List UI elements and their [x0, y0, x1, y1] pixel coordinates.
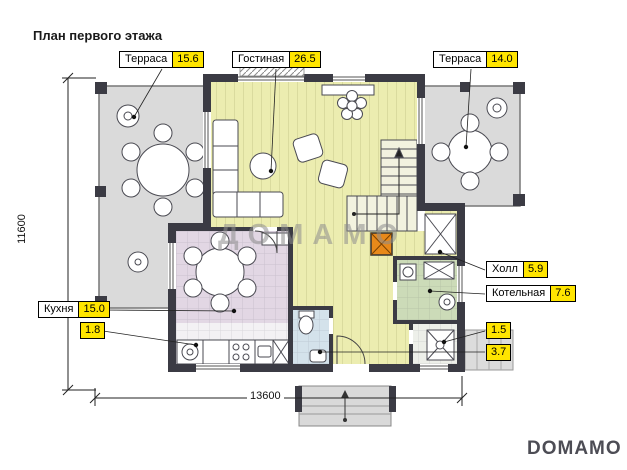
door-opening: [409, 330, 413, 344]
room-area: 26.5: [289, 51, 321, 68]
room-area: 15.6: [172, 51, 204, 68]
room-name: Терраса: [433, 51, 488, 68]
terrace-post: [95, 186, 106, 197]
terrace-post: [513, 194, 525, 206]
sofa: [212, 191, 284, 218]
plant-icon: [337, 90, 367, 120]
room-area: 3.7: [486, 344, 512, 361]
window: [238, 74, 304, 82]
door-opening: [253, 227, 277, 231]
hall-fixtures: [370, 213, 457, 361]
watermark: ДОМАМО: [218, 219, 408, 251]
label-pantry: 1.8: [80, 322, 106, 339]
sink: [309, 349, 327, 363]
terrace-post: [460, 82, 470, 92]
room-name: Котельная: [486, 285, 552, 302]
porch-arrow: [341, 390, 349, 398]
door-opening: [393, 282, 397, 300]
terrace-right: [425, 82, 525, 207]
terrace-table: [447, 129, 493, 175]
terrace-door: [417, 98, 425, 144]
armchair: [317, 159, 349, 189]
brand-logo: DOMAMO: [527, 438, 622, 459]
entrance-door: [333, 364, 369, 372]
window: [457, 266, 465, 302]
dining-table: [195, 247, 245, 297]
stairs-arrow: [394, 146, 404, 158]
terrace-post: [513, 82, 525, 94]
room-name: Кухня: [38, 301, 80, 318]
dimension-width: 13600: [247, 390, 284, 402]
label-hall: Холл 5.9: [486, 261, 549, 278]
terrace-chairs: [431, 113, 509, 191]
kitchen-sink: [257, 345, 272, 358]
page-title: План первого этажа: [33, 28, 163, 43]
label-terrace-right: Терраса 14.0: [433, 51, 518, 68]
bathroom-fixtures: [298, 310, 327, 363]
label-wc: 1.5: [486, 322, 512, 339]
armchair: [292, 133, 324, 163]
coffee-table: [249, 152, 277, 180]
room-name: Терраса: [119, 51, 174, 68]
dining-chairs: [183, 231, 257, 313]
label-living-room: Гостиная 26.5: [232, 51, 321, 68]
terrace-door: [203, 112, 211, 168]
stove: [232, 343, 250, 361]
stairs: [346, 139, 418, 232]
terrace-post: [95, 82, 107, 94]
room-area: 14.0: [486, 51, 518, 68]
door-swing: [336, 335, 366, 365]
front-porch: [295, 385, 396, 427]
room-name: Холл: [486, 261, 524, 278]
room-area: 15.0: [78, 301, 110, 318]
plant-icon: [486, 97, 508, 119]
room-area: 5.9: [522, 261, 549, 278]
window: [420, 364, 448, 372]
terrace-table: [136, 143, 190, 197]
dimension-height: 11600: [16, 194, 28, 264]
leader-lines: [102, 68, 486, 355]
openings: [168, 59, 465, 372]
label-boiler-room: Котельная 7.6: [486, 285, 576, 302]
room-area: 1.8: [80, 322, 106, 339]
room-area: 1.5: [486, 322, 512, 339]
room-name: Гостиная: [232, 51, 291, 68]
toilet: [298, 315, 314, 335]
terrace-chairs: [121, 123, 205, 217]
label-terrace-left: Терраса 15.6: [119, 51, 204, 68]
door-opening: [329, 318, 333, 334]
sofa: [212, 119, 239, 197]
window: [333, 74, 365, 82]
window: [196, 364, 240, 372]
boiler-room-fixtures: [399, 261, 456, 311]
window: [168, 243, 176, 289]
room-area: 7.6: [550, 285, 576, 302]
label-bathroom: 3.7: [486, 344, 512, 361]
plant-icon: [116, 104, 149, 273]
label-kitchen: Кухня 15.0: [38, 301, 110, 318]
